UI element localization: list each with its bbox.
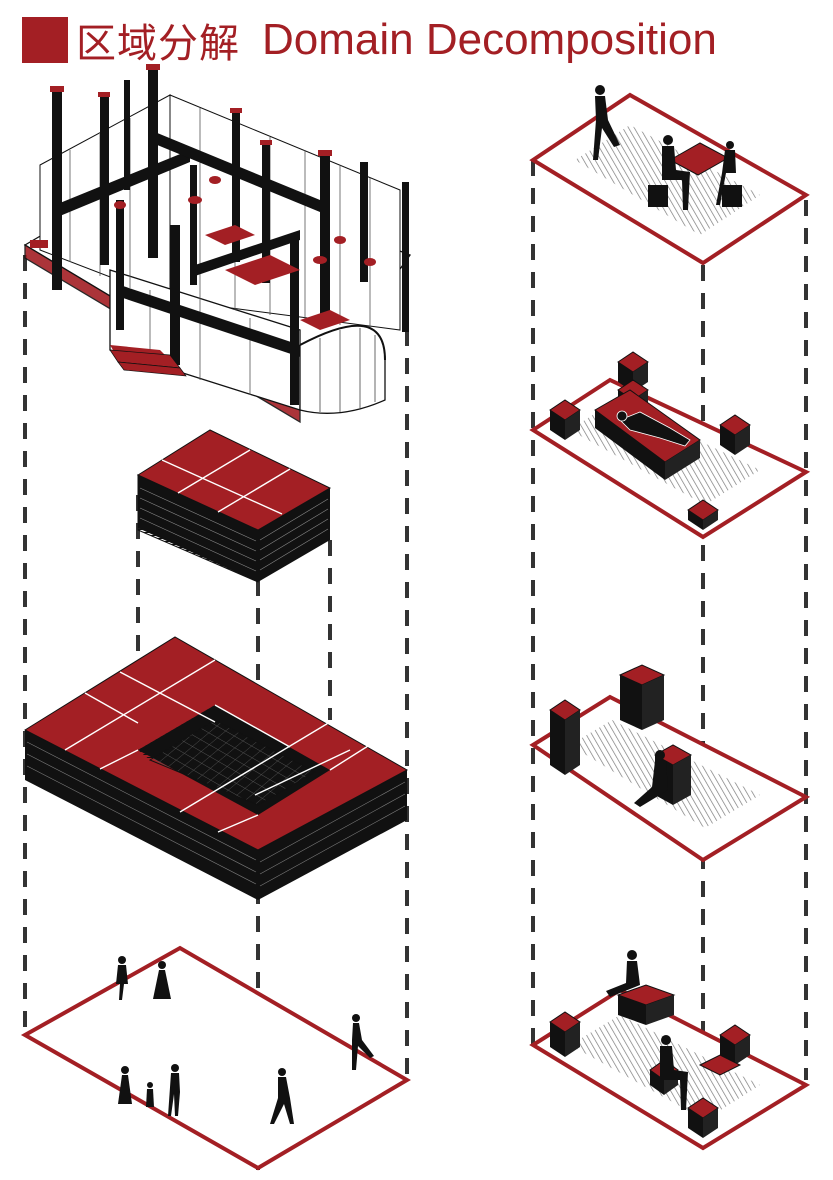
- vignette-dining: [529, 85, 810, 266]
- vignette-mixed: [529, 950, 811, 1151]
- vignette-lounging: [529, 351, 811, 540]
- people-silhouettes: [116, 956, 374, 1124]
- title-bar: 区域分解 Domain Decomposition: [22, 14, 717, 67]
- open-plane-people: [20, 945, 411, 1171]
- title-english: Domain Decomposition: [262, 15, 717, 64]
- title-marker-square: [22, 17, 68, 63]
- vignette-seating: [529, 664, 811, 863]
- stacked-block-small: [136, 429, 332, 583]
- ring-block-large: [23, 636, 409, 900]
- title-chinese: 区域分解: [76, 21, 240, 67]
- building-axonometric: [23, 64, 412, 424]
- projection-lines: [23, 160, 808, 1170]
- lounge-blocks: [549, 351, 751, 530]
